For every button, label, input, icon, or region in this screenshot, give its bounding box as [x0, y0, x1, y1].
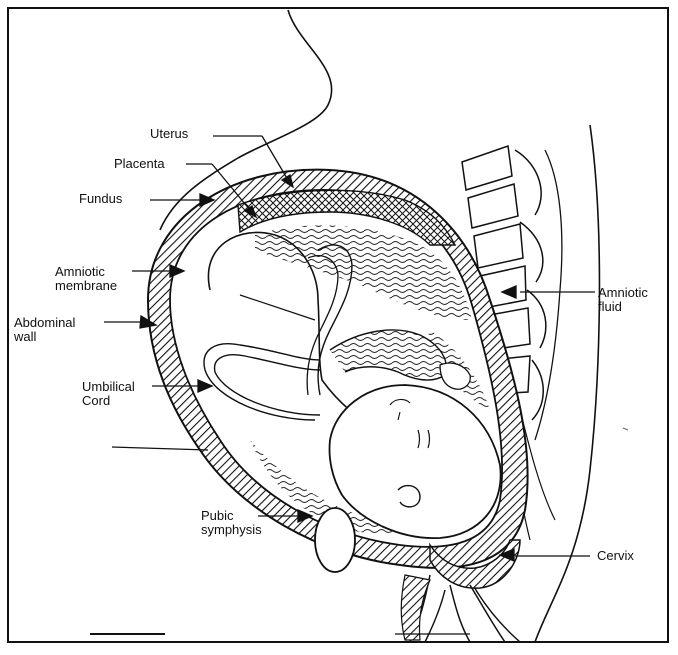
label-umbilical-cord: Umbilical Cord [82, 379, 135, 408]
fetus-hand [439, 362, 471, 390]
fetus-face [389, 398, 411, 421]
label-placenta: Placenta [114, 156, 165, 171]
body-outline [159, 9, 333, 231]
placenta [237, 189, 457, 246]
label-abdominal-wall: Abdominal wall [14, 315, 76, 344]
umbilical-cord [203, 343, 321, 421]
fetus-eye [417, 429, 431, 449]
label-amniotic-fluid: Amniotic fluid [598, 285, 648, 314]
label-pubic-symphysis: Pubic symphysis [201, 508, 262, 537]
fetus-thigh-line [239, 294, 316, 321]
label-amniotic-membrane: Amniotic membrane [55, 264, 118, 293]
amniotic-fluid-upper [255, 225, 472, 320]
label-uterus: Uterus [150, 126, 189, 141]
fetus-body [207, 231, 381, 431]
pubic-symphysis [314, 507, 356, 573]
label-fundus: Fundus [79, 191, 123, 206]
fetus-ear [397, 484, 421, 508]
label-cervix: Cervix [597, 548, 634, 563]
cervix [429, 539, 521, 589]
leader-lines [104, 135, 595, 562]
perineum-hatch [400, 574, 431, 641]
fetus-leg-inner [306, 255, 339, 396]
fetus-leg [317, 244, 353, 396]
fetus-head [328, 384, 502, 539]
stray-mark [622, 427, 629, 431]
vagina [409, 574, 506, 643]
page-frame [7, 7, 669, 643]
back-outline [534, 124, 601, 643]
